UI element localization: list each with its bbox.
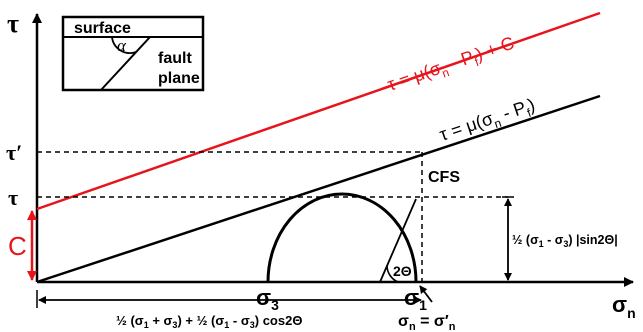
tau-prime-label: τ′ bbox=[6, 140, 22, 165]
shear-stress-formula: ½ (σ1 - σ3) |sin2Θ| bbox=[512, 233, 618, 249]
cohesion-label: C bbox=[8, 231, 27, 261]
sigma3-label: σ3 bbox=[256, 285, 279, 313]
y-axis-label: τ bbox=[7, 9, 19, 38]
fault-inset: surface α fault plane bbox=[61, 15, 205, 92]
surface-label: surface bbox=[74, 20, 131, 37]
black-failure-line bbox=[36, 94, 601, 284]
two-theta-arc bbox=[386, 265, 399, 283]
plane-label: plane bbox=[158, 70, 200, 87]
normal-stress-formula: ½ (σ1 + σ3) + ½ (σ1 - σ3) cos2Θ bbox=[116, 313, 302, 330]
x-axis-label: σn bbox=[612, 292, 636, 321]
angle-alpha-label: α bbox=[117, 36, 127, 55]
cfs-label: CFS bbox=[428, 169, 460, 186]
sigma-n-equality: σn = σ′n bbox=[398, 313, 456, 332]
red-failure-line bbox=[36, 11, 601, 211]
mohr-circle bbox=[266, 192, 418, 283]
circle-radius-line bbox=[379, 198, 417, 283]
sigma-n-pointer-arrow bbox=[419, 285, 433, 303]
tau-label: τ bbox=[8, 185, 18, 210]
red-line-equation: τ = μ(σn - Pf) + C bbox=[385, 33, 518, 99]
fault-label: fault bbox=[158, 50, 192, 67]
two-theta-label: 2Θ bbox=[393, 263, 412, 279]
sigma1-label: σ1 bbox=[404, 285, 427, 313]
